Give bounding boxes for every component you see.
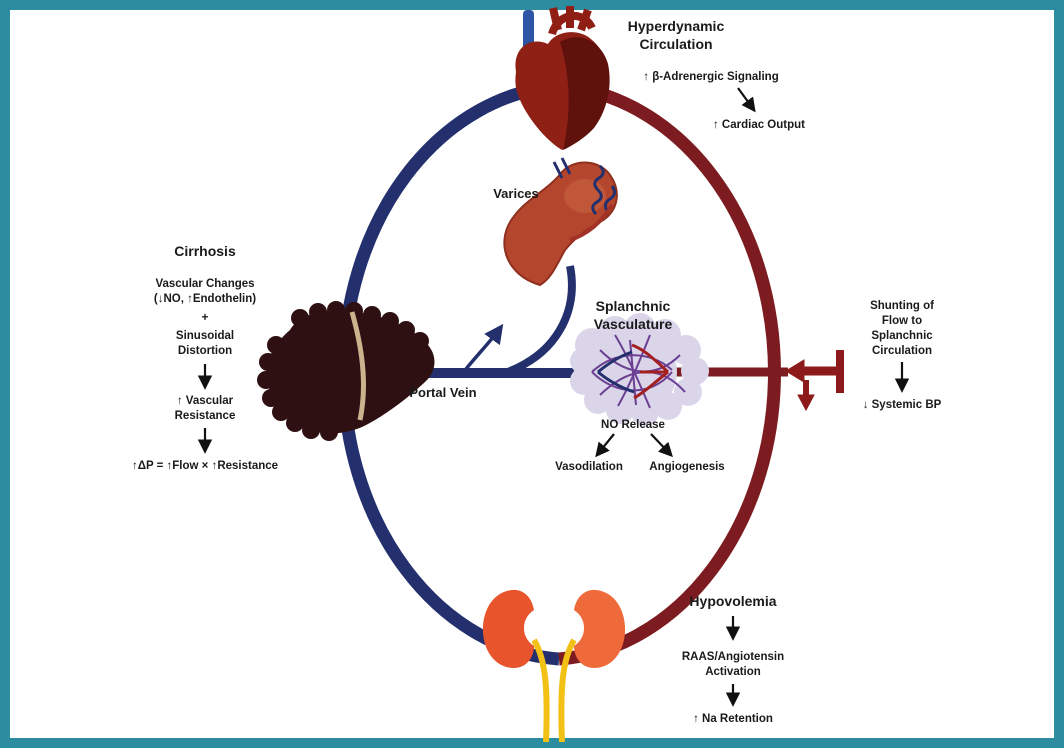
label-angiogenesis: Angiogenesis — [649, 461, 724, 473]
label-cirrhosis-title: Cirrhosis — [174, 243, 236, 259]
label-na-retention: ↑ Na Retention — [693, 713, 773, 725]
arrow-no-to-vasodilation — [595, 433, 615, 458]
label-shunting-line3: Splanchnic — [871, 330, 933, 342]
arterial-branches — [631, 343, 670, 400]
label-distortion: Distortion — [178, 345, 232, 357]
varices-squiggles — [552, 157, 617, 216]
label-shunting-line1: Shunting of — [870, 300, 934, 312]
varices-vein — [506, 265, 576, 376]
label-cardiac-output: ↑ Cardiac Output — [713, 119, 805, 131]
label-equation: ↑ΔP = ↑Flow × ↑Resistance — [132, 460, 278, 472]
label-sinusoidal: Sinusoidal — [176, 330, 234, 342]
label-vascular: ↑ Vascular — [177, 395, 234, 407]
liver-illustration — [257, 301, 435, 441]
heart-illustration — [515, 6, 610, 151]
label-splanchnic-line1: Splanchnic — [596, 298, 671, 314]
left-kidney — [482, 589, 534, 668]
label-hyperdynamic-line2: Circulation — [639, 36, 712, 52]
label-hyperdynamic-line1: Hyperdynamic — [628, 18, 725, 34]
label-vascular-changes: Vascular Changes — [155, 278, 254, 290]
liver-ligament-band — [349, 311, 366, 421]
right-kidney — [574, 589, 626, 668]
label-systemic-bp: ↓ Systemic BP — [863, 399, 942, 411]
label-vasodilation: Vasodilation — [555, 461, 623, 473]
label-raas-line2: Activation — [705, 666, 761, 678]
ureters — [531, 638, 577, 743]
connector-arrows — [197, 87, 910, 707]
label-shunting-line2: Flow to — [882, 315, 922, 327]
label-resistance: Resistance — [175, 410, 236, 422]
label-beta-signaling: ↑ β-Adrenergic Signaling — [643, 71, 778, 83]
label-splanchnic-line2: Vasculature — [594, 316, 673, 332]
label-hypovolemia: Hypovolemia — [689, 593, 776, 609]
label-varices: Varices — [493, 186, 539, 201]
arrow-no-to-angiogenesis — [650, 433, 673, 458]
stomach-illustration — [503, 157, 618, 287]
label-no-release: NO Release — [601, 419, 665, 431]
liver-texture — [257, 301, 429, 441]
label-shunting-line4: Circulation — [872, 345, 932, 357]
venous-branches — [597, 350, 635, 394]
splanchnic-bed-illustration — [570, 313, 709, 426]
label-portal-vein: Portal Vein — [409, 385, 476, 400]
label-no-endothelin: (↓NO, ↑Endothelin) — [154, 293, 256, 305]
label-plus: + — [202, 312, 209, 324]
shunt-inhibitor-symbol — [785, 350, 844, 412]
kidneys-illustration — [482, 589, 626, 743]
flow-to-varices-arrow — [464, 323, 504, 371]
arrow-beta-to-cardiac — [737, 87, 756, 113]
label-raas-line1: RAAS/Angiotensin — [682, 651, 784, 663]
